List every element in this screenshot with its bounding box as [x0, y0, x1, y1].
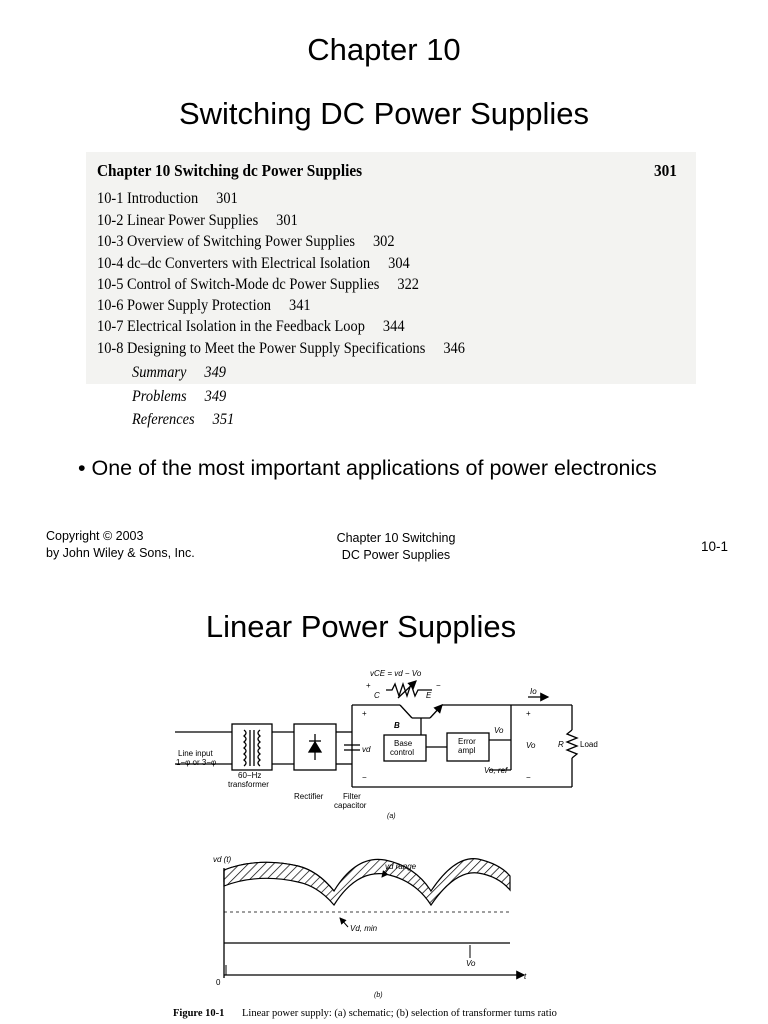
toc-entry: 10-2 Linear Power Supplies 301	[97, 212, 298, 229]
vd-range-band	[223, 858, 511, 907]
slide-title-linear: Linear Power Supplies	[205, 609, 517, 644]
waveform-diagram	[223, 858, 526, 980]
filter-label-2: capacitor	[334, 801, 367, 810]
toc-heading-page: 301	[654, 161, 677, 180]
vd-range-label: vd range	[385, 862, 417, 871]
rectifier-box	[293, 723, 337, 771]
transformer-box	[231, 723, 273, 771]
slide-title-subject: Switching DC Power Supplies	[178, 96, 590, 131]
t-axis-label: t	[524, 972, 527, 981]
footer-page-number: 10-1	[700, 539, 728, 554]
footer-copyright: Copyright © 2003 by John Wiley & Sons, I…	[46, 529, 195, 560]
figure-10-1: vCE = vd − Vo + − C E B + − vd Line inpu…	[173, 669, 598, 1019]
vce-label: vCE = vd − Vo	[370, 669, 422, 678]
slide-title-chapter: Chapter 10	[307, 32, 461, 67]
table-of-contents: Chapter 10 Switching dc Power Supplies 3…	[0, 0, 768, 440]
toc-entry: 10-5 Control of Switch-Mode dc Power Sup…	[97, 276, 419, 293]
toc-entry: 10-7 Electrical Isolation in the Feedbac…	[97, 318, 405, 335]
vo-output-label: Vo	[526, 741, 536, 750]
part-a-label: (a)	[387, 813, 396, 820]
output-plus-label: +	[526, 709, 531, 718]
vce-plus-label: +	[366, 681, 371, 690]
rectifier-label: Rectifier	[294, 792, 324, 801]
part-b-label: (b)	[374, 992, 383, 999]
toc-entry: 10-4 dc–dc Converters with Electrical Is…	[97, 255, 410, 272]
rail-plus-label: +	[362, 709, 367, 718]
resistor-label: R	[558, 740, 564, 749]
base-label: B	[394, 721, 400, 730]
error-ampl-label-1: Error	[458, 737, 476, 746]
base-control-box	[383, 734, 427, 762]
schematic-diagram	[175, 680, 579, 788]
base-control-label-1: Base	[394, 739, 413, 748]
footer-chapter: Chapter 10 Switching DC Power Supplies	[336, 531, 456, 562]
toc-entry: 10-1 Introduction 301	[97, 190, 238, 207]
load-label: Load	[580, 740, 598, 749]
vd-min-label: Vd, min	[350, 924, 378, 933]
filter-label-1: Filter	[343, 792, 361, 801]
vce-minus-label: −	[436, 681, 441, 690]
output-minus-label: −	[526, 773, 531, 782]
toc-scan-background	[86, 152, 696, 384]
toc-references: References 351	[132, 411, 235, 428]
transformer-label-2: transformer	[228, 780, 269, 789]
toc-entry: 10-3 Overview of Switching Power Supplie…	[97, 233, 395, 250]
collector-label: C	[374, 691, 380, 700]
origin-label: 0	[216, 978, 221, 987]
vd-label: vd	[362, 745, 371, 754]
transformer-label-1: 60−Hz	[238, 771, 261, 780]
line-input-label-2: 1−φ or 3−φ	[176, 758, 216, 767]
figure-caption-text: Linear power supply: (a) schematic; (b) …	[242, 1008, 557, 1019]
vo-waveform-label: Vo	[466, 959, 476, 968]
base-control-label-2: control	[390, 748, 414, 757]
error-ampl-label-2: ampl	[458, 746, 476, 755]
vd-t-axis-label: vd (t)	[213, 855, 232, 864]
toc-problems: Problems 349	[132, 388, 227, 405]
rail-minus-label: −	[362, 773, 367, 782]
toc-heading: Chapter 10 Switching dc Power Supplies	[97, 161, 363, 180]
vo-feedback-label: Vo	[494, 726, 504, 735]
line-input-label-1: Line input	[178, 749, 213, 758]
vo-ref-label: Vo, ref	[484, 766, 508, 775]
toc-entry: 10-8 Designing to Meet the Power Supply …	[97, 340, 465, 357]
bullet-text: • One of the most important applications…	[78, 456, 657, 480]
io-label: Io	[530, 687, 537, 696]
toc-summary: Summary 349	[132, 364, 226, 381]
emitter-label: E	[426, 691, 432, 700]
figure-caption-label: Figure 10-1	[173, 1008, 224, 1019]
toc-entry: 10-6 Power Supply Protection 341	[97, 297, 311, 314]
